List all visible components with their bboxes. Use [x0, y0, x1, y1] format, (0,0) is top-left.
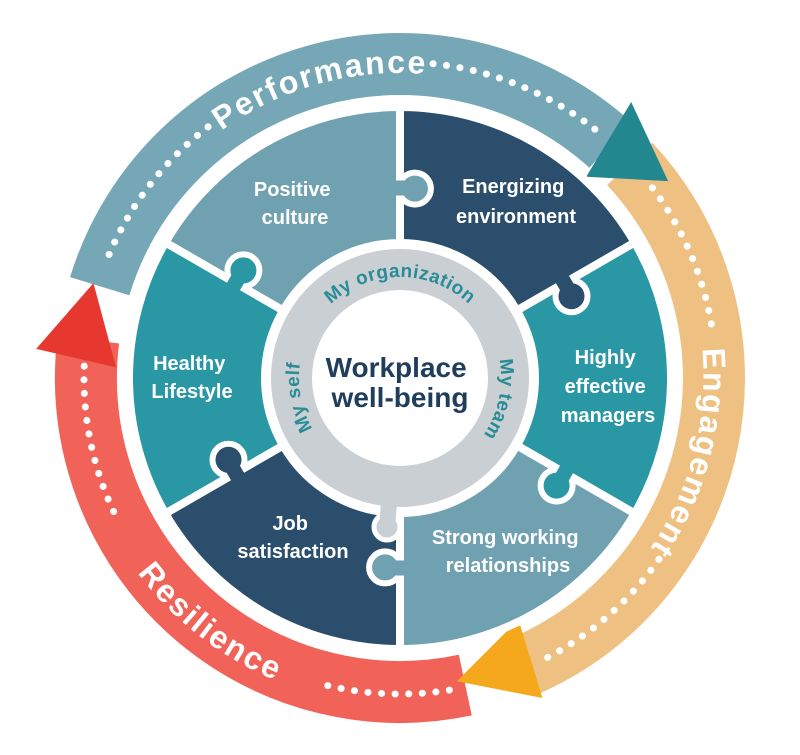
puzzle-knob-neck [387, 560, 413, 576]
puzzle-knob-neck [222, 457, 249, 489]
resilience-dots-leading [80, 358, 118, 515]
piece-label-strong-working-relationships: Strong working relationships [432, 527, 584, 577]
red-arrowhead-icon [36, 283, 117, 368]
puzzle-piece-positive-culture [161, 103, 404, 315]
puzzle-wheel [125, 103, 675, 653]
puzzle-piece-job-satisfaction [161, 441, 404, 653]
inner-ring-knob-neck [378, 496, 398, 529]
puzzle-knobs [209, 169, 591, 587]
piece-label-job-satisfaction: Job satisfaction [237, 513, 348, 563]
resilience-arc [55, 335, 472, 723]
puzzle-piece-highly-effective-managers [512, 238, 675, 518]
flow-arrows [36, 102, 669, 698]
piece-labels: Positive culture Energizing environment … [151, 176, 655, 577]
yellow-arrowhead-icon [456, 619, 543, 698]
puzzle-knob-neck [551, 267, 578, 299]
engagement-dots-leading [648, 184, 717, 338]
engagement-dots-trailing [540, 555, 663, 664]
piece-label-healthy-lifestyle: Healthy Lifestyle [151, 353, 232, 403]
puzzle-knob-neck [222, 267, 249, 299]
performance-arc [70, 33, 631, 296]
puzzle-knob-neck [387, 180, 413, 196]
teal-arrowhead-icon [586, 102, 669, 182]
center-circle [312, 290, 488, 466]
puzzle-piece-energizing-environment [396, 103, 639, 315]
puzzle-knob-neck [551, 457, 578, 489]
center-title: Workplace well-being [326, 352, 475, 413]
puzzle-piece-healthy-lifestyle [125, 238, 288, 518]
performance-dots-leading [105, 122, 214, 258]
resilience-dots-trailing [320, 681, 453, 698]
dotted-lines [80, 60, 717, 698]
piece-label-highly-effective-managers: Highly effective managers [561, 347, 656, 427]
puzzle-piece-strong-working-relationships [396, 441, 639, 653]
performance-dots-trailing [429, 60, 603, 136]
piece-label-positive-culture: Positive culture [254, 179, 336, 229]
piece-label-energizing-environment: Energizing environment [456, 176, 576, 228]
inner-ring-group [271, 249, 529, 543]
